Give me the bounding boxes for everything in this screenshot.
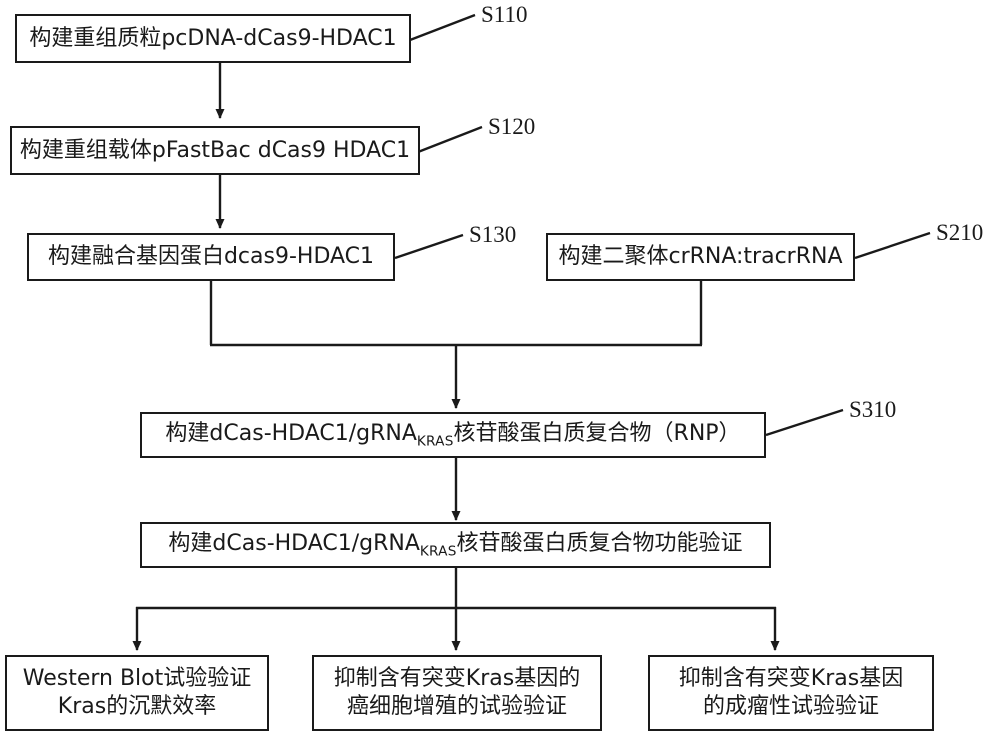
- node-outcome-proliferation-line1: 抑制含有突变Kras基因的: [333, 665, 581, 691]
- step-label-s310: S310: [849, 397, 897, 422]
- node-s310-label: 构建dCas-HDAC1/gRNAKRAS核苷酸蛋白质复合物（RNP）: [165, 421, 740, 449]
- connector-verify-fanout: [132, 568, 780, 651]
- step-label-s120: S120: [488, 114, 536, 139]
- node-outcome-western-blot-line2: Kras的沉默效率: [57, 694, 217, 719]
- node-s310-suffix: 核苷酸蛋白质复合物（RNP）: [453, 420, 741, 446]
- node-s110[interactable]: 构建重组质粒pcDNA-dCas9-HDAC1: [15, 14, 411, 63]
- node-function-verification[interactable]: 构建dCas-HDAC1/gRNAKRAS核苷酸蛋白质复合物功能验证: [140, 522, 771, 568]
- leader-line-s210: [854, 231, 931, 260]
- node-s120-label: 构建重组载体pFastBac dCas9 HDAC1: [19, 137, 411, 163]
- leader-line-s310: [765, 408, 844, 437]
- node-verify-prefix: 构建dCas-HDAC1/gRNA: [168, 530, 420, 556]
- node-outcome-western-blot[interactable]: Western Blot试验验证 Kras的沉默效率: [5, 655, 269, 731]
- node-s120[interactable]: 构建重组载体pFastBac dCas9 HDAC1: [10, 126, 420, 175]
- node-outcome-proliferation[interactable]: 抑制含有突变Kras基因的 癌细胞增殖的试验验证: [312, 655, 602, 731]
- node-outcome-proliferation-line2: 癌细胞增殖的试验验证: [346, 694, 567, 719]
- node-verify-suffix: 核苷酸蛋白质复合物功能验证: [456, 530, 743, 556]
- node-outcome-tumorigenicity-line2: 的成瘤性试验验证: [702, 694, 879, 719]
- step-label-s210: S210: [936, 220, 984, 245]
- connector-merge-to-s310: [209, 281, 703, 409]
- step-label-s110: S110: [481, 2, 528, 27]
- node-outcome-tumorigenicity[interactable]: 抑制含有突变Kras基因 的成瘤性试验验证: [648, 655, 934, 731]
- node-s130-label: 构建融合基因蛋白dcas9-HDAC1: [47, 244, 375, 270]
- node-outcome-tumorigenicity-line1: 抑制含有突变Kras基因: [678, 665, 904, 691]
- leader-line-s130: [394, 233, 464, 260]
- node-s210-label: 构建二聚体crRNA:tracrRNA: [558, 244, 843, 270]
- leader-line-s110: [409, 13, 476, 42]
- node-s210[interactable]: 构建二聚体crRNA:tracrRNA: [546, 233, 855, 281]
- node-s310-prefix: 构建dCas-HDAC1/gRNA: [165, 420, 417, 446]
- step-label-s130: S130: [469, 222, 517, 247]
- node-s130[interactable]: 构建融合基因蛋白dcas9-HDAC1: [27, 233, 395, 281]
- node-function-verification-label: 构建dCas-HDAC1/gRNAKRAS核苷酸蛋白质复合物功能验证: [168, 531, 742, 559]
- node-verify-subscript: KRAS: [419, 543, 457, 560]
- leader-line-s120: [417, 125, 483, 154]
- node-s110-label: 构建重组质粒pcDNA-dCas9-HDAC1: [29, 25, 397, 51]
- node-s310-subscript: KRAS: [416, 433, 454, 450]
- node-s310[interactable]: 构建dCas-HDAC1/gRNAKRAS核苷酸蛋白质复合物（RNP）: [140, 412, 766, 458]
- node-outcome-western-blot-line1: Western Blot试验验证: [22, 665, 252, 691]
